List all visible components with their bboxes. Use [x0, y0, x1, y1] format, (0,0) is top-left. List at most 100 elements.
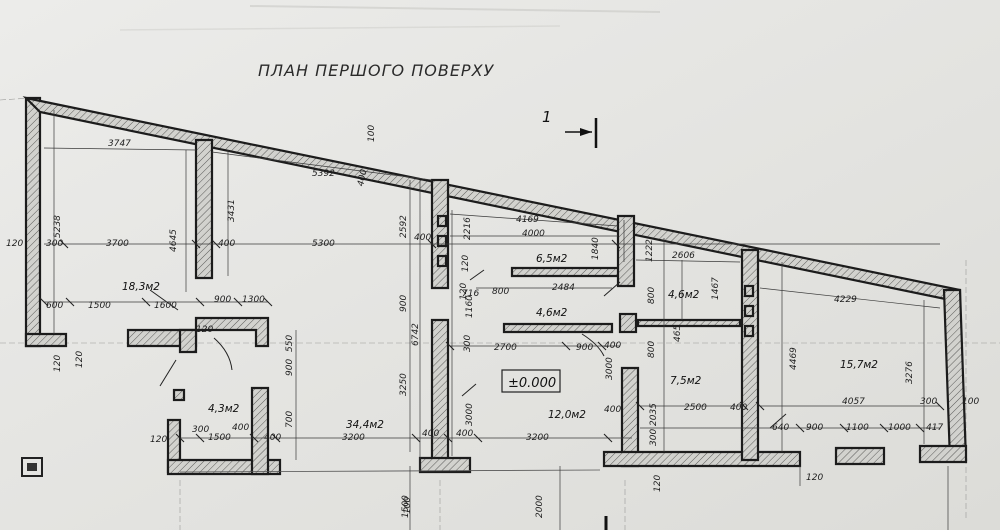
dim-text: 400 — [414, 233, 431, 243]
dim-text: 2000 — [535, 495, 545, 518]
dim-text: 900 — [576, 343, 593, 353]
dim-text: 1500 — [88, 301, 111, 311]
dim-text: 2484 — [552, 283, 575, 293]
bleed-through-lines — [119, 5, 661, 31]
dim-text: 1222 — [645, 239, 655, 262]
edge-label: 100 — [962, 397, 979, 407]
dim-text: 3200 — [526, 433, 549, 443]
dim-text: 1467 — [711, 277, 721, 300]
dim-text: 800 — [492, 287, 509, 297]
edge-label: 300 — [192, 425, 209, 435]
dim-text: 2216 — [463, 217, 473, 240]
dim-text: 3000 — [465, 403, 475, 426]
dim-text: 3250 — [399, 373, 409, 396]
room-area-labels: 18,3м2 4,3м2 34,4м2 6,5м2 4,6м2 12,0м2 4… — [122, 253, 878, 431]
dim-text: 1300 — [242, 295, 265, 305]
dim-text: 1840 — [591, 237, 601, 260]
level-mark: ±0.000 — [508, 376, 556, 391]
dim-text: 400 — [730, 403, 747, 413]
dim-text: 900 — [214, 295, 231, 305]
dim-text: 400 — [232, 423, 249, 433]
dim-text: 5392 — [312, 169, 335, 179]
dim-text: 900 — [399, 295, 409, 312]
column-symbol — [21, 457, 43, 477]
dim-text: 2500 — [684, 403, 707, 413]
dim-text: 600 — [46, 301, 63, 311]
dim-text: 120 — [75, 351, 85, 368]
dim-text: 3431 — [227, 199, 237, 222]
dim-text: 4169 — [516, 215, 539, 225]
room-area-34-4: 34,4м2 — [346, 419, 384, 431]
level-mark-box — [501, 369, 561, 393]
dim-text: 300 — [920, 397, 937, 407]
dim-text: 5300 — [312, 239, 335, 249]
dim-text: 4057 — [842, 397, 865, 407]
dim-text: 120 — [461, 255, 471, 272]
dim-text: 900 — [806, 423, 823, 433]
dim-text: 300 — [46, 239, 63, 249]
room-area-18-3: 18,3м2 — [122, 281, 160, 293]
dim-text: 3747 — [108, 139, 131, 149]
dim-text: 120 — [459, 283, 469, 300]
dim-text: 400 — [456, 429, 473, 439]
room-area-4-6-b: 4,6м2 — [668, 289, 700, 301]
room-area-12-0: 12,0м2 — [548, 409, 586, 421]
edge-label: 120 — [6, 239, 23, 249]
dim-text: 100 — [367, 125, 377, 142]
dim-text: 4229 — [834, 295, 857, 305]
room-area-15-7: 15,7м2 — [840, 359, 878, 371]
dim-text: 2035 — [649, 403, 659, 426]
edge-label: 120 — [196, 325, 213, 335]
dim-text: 1100 — [846, 423, 869, 433]
dim-text: 120 — [53, 355, 63, 372]
dim-text: 4645 — [169, 229, 179, 252]
dim-text: 3200 — [342, 433, 365, 443]
dim-text: 300 — [649, 429, 659, 446]
dim-text: 3000 — [605, 357, 615, 380]
room-area-4-6-a: 4,6м2 — [536, 307, 568, 319]
plan-title: ПЛАН ПЕРШОГО ПОВЕРХУ — [258, 61, 495, 80]
dim-text: 3700 — [106, 239, 129, 249]
vertical-dimensions: 5238 4645 3431 2592 2216 1840 1222 1467 … — [53, 125, 915, 518]
dim-text: 900 — [285, 359, 295, 376]
dim-text: 120 — [653, 475, 663, 492]
dim-text: 1500 — [208, 433, 231, 443]
dim-text: 417 — [926, 423, 943, 433]
dim-text: 5238 — [53, 215, 63, 238]
dim-text: 400 — [604, 341, 621, 351]
horizontal-dimensions: 3747 5392 400 4169 4000 2606 4229 300 37… — [46, 139, 943, 443]
room-area-7-5: 7,5м2 — [670, 375, 702, 387]
section-mark: 1 — [542, 108, 598, 148]
dim-text: 2700 — [494, 343, 517, 353]
dim-text: 1160 — [465, 295, 475, 318]
dim-text: 1600 — [154, 301, 177, 311]
dim-text: 700 — [285, 411, 295, 428]
dim-text: 2606 — [672, 251, 695, 261]
dim-text: 640 — [772, 423, 789, 433]
base-line — [179, 469, 601, 473]
dimension-ticks — [39, 239, 945, 443]
svg-text:1: 1 — [542, 108, 552, 126]
edge-labels: 120 120 120 100 120 100 300 — [6, 239, 979, 514]
dim-text: 300 — [463, 335, 473, 352]
dim-text: 716 — [462, 289, 479, 299]
dim-text: 1000 — [888, 423, 911, 433]
edge-label: 100 — [403, 497, 413, 514]
dim-text: 400 — [264, 433, 281, 443]
room-area-4-3: 4,3м2 — [208, 403, 240, 415]
dim-text: 550 — [285, 335, 295, 352]
dim-text: 400 — [356, 168, 369, 187]
dim-text: 2592 — [399, 215, 409, 238]
dim-text: 465 — [673, 325, 683, 342]
dim-text: 800 — [647, 287, 657, 304]
dim-text: 3276 — [905, 361, 915, 384]
dim-text: 400 — [604, 405, 621, 415]
dim-text: 400 — [422, 429, 439, 439]
dim-text: 400 — [218, 239, 235, 249]
dim-text: 6742 — [411, 323, 421, 346]
room-area-6-5: 6,5м2 — [536, 253, 568, 265]
dim-text: 4000 — [522, 229, 545, 239]
walls — [22, 96, 968, 476]
dim-text: 800 — [647, 341, 657, 358]
